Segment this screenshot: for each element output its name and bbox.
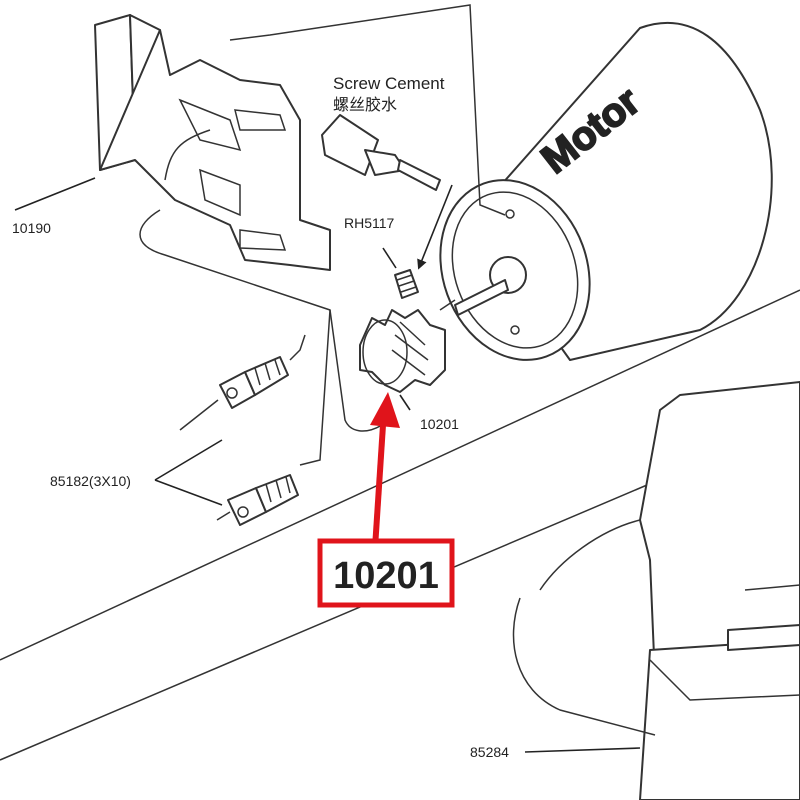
chassis-body-85284 <box>512 381 800 800</box>
screw-cement-bottle <box>321 114 441 191</box>
set-screw-rh5117 <box>394 269 419 299</box>
red-callout-arrowhead <box>370 392 400 428</box>
red-callout: 10201 <box>317 392 455 608</box>
label-85284: 85284 <box>470 744 509 760</box>
label-85182: 85182(3X10) <box>50 473 131 489</box>
leader-lines <box>14 177 641 753</box>
assembly-guide-lines <box>139 4 506 521</box>
motor-mount-10190 <box>94 14 331 271</box>
label-10201: 10201 <box>420 416 459 432</box>
red-callout-arrow <box>372 424 386 549</box>
label-rh5117: RH5117 <box>344 215 395 231</box>
red-callout-text: 10201 <box>333 555 439 597</box>
red-callout-box <box>317 538 455 608</box>
label-screw-cement-cn: 螺丝胶水 <box>333 96 397 114</box>
pinion-gear-10201 <box>359 309 446 393</box>
screw-85182-top <box>219 356 289 409</box>
label-screw-cement-en: Screw Cement <box>333 74 445 93</box>
label-10190: 10190 <box>12 220 51 236</box>
screw-85182-bottom <box>227 474 299 526</box>
